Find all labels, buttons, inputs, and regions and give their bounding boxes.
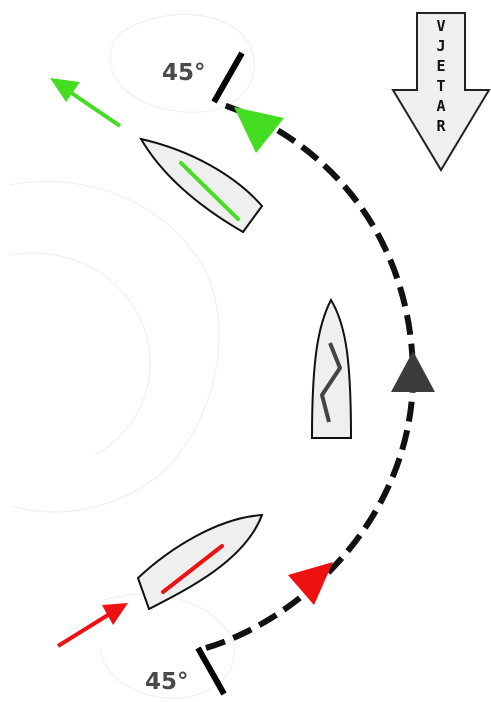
wind-letter: R xyxy=(436,117,446,135)
path-arrow-dark xyxy=(391,351,435,392)
heading-arrow-green xyxy=(50,78,120,126)
wind-arrow: V J E T A R xyxy=(393,13,489,170)
heading-arrow-green-shaft xyxy=(70,92,120,126)
background-contours xyxy=(10,14,254,698)
contour-middle-inner xyxy=(10,253,150,455)
angle-marker-top xyxy=(214,53,242,102)
angle-marker-bottom xyxy=(198,648,224,694)
boat-bottom xyxy=(138,515,262,609)
heading-arrow-green-head xyxy=(50,78,80,102)
angle-label-bottom: 45° xyxy=(145,669,189,695)
wind-letter: V xyxy=(436,17,445,35)
wind-letter: E xyxy=(436,57,445,75)
boat-middle xyxy=(312,300,351,438)
wind-letter: J xyxy=(436,37,445,55)
heading-arrow-red xyxy=(58,603,128,646)
wind-letter: T xyxy=(436,77,445,95)
angle-label-top: 45° xyxy=(162,60,206,86)
wind-letter: A xyxy=(436,97,445,115)
boat-hull-middle xyxy=(312,300,351,438)
heading-arrow-red-shaft xyxy=(58,615,108,646)
contour-middle xyxy=(10,182,219,512)
path-arrow-green xyxy=(234,107,284,153)
boat-top xyxy=(141,139,262,232)
